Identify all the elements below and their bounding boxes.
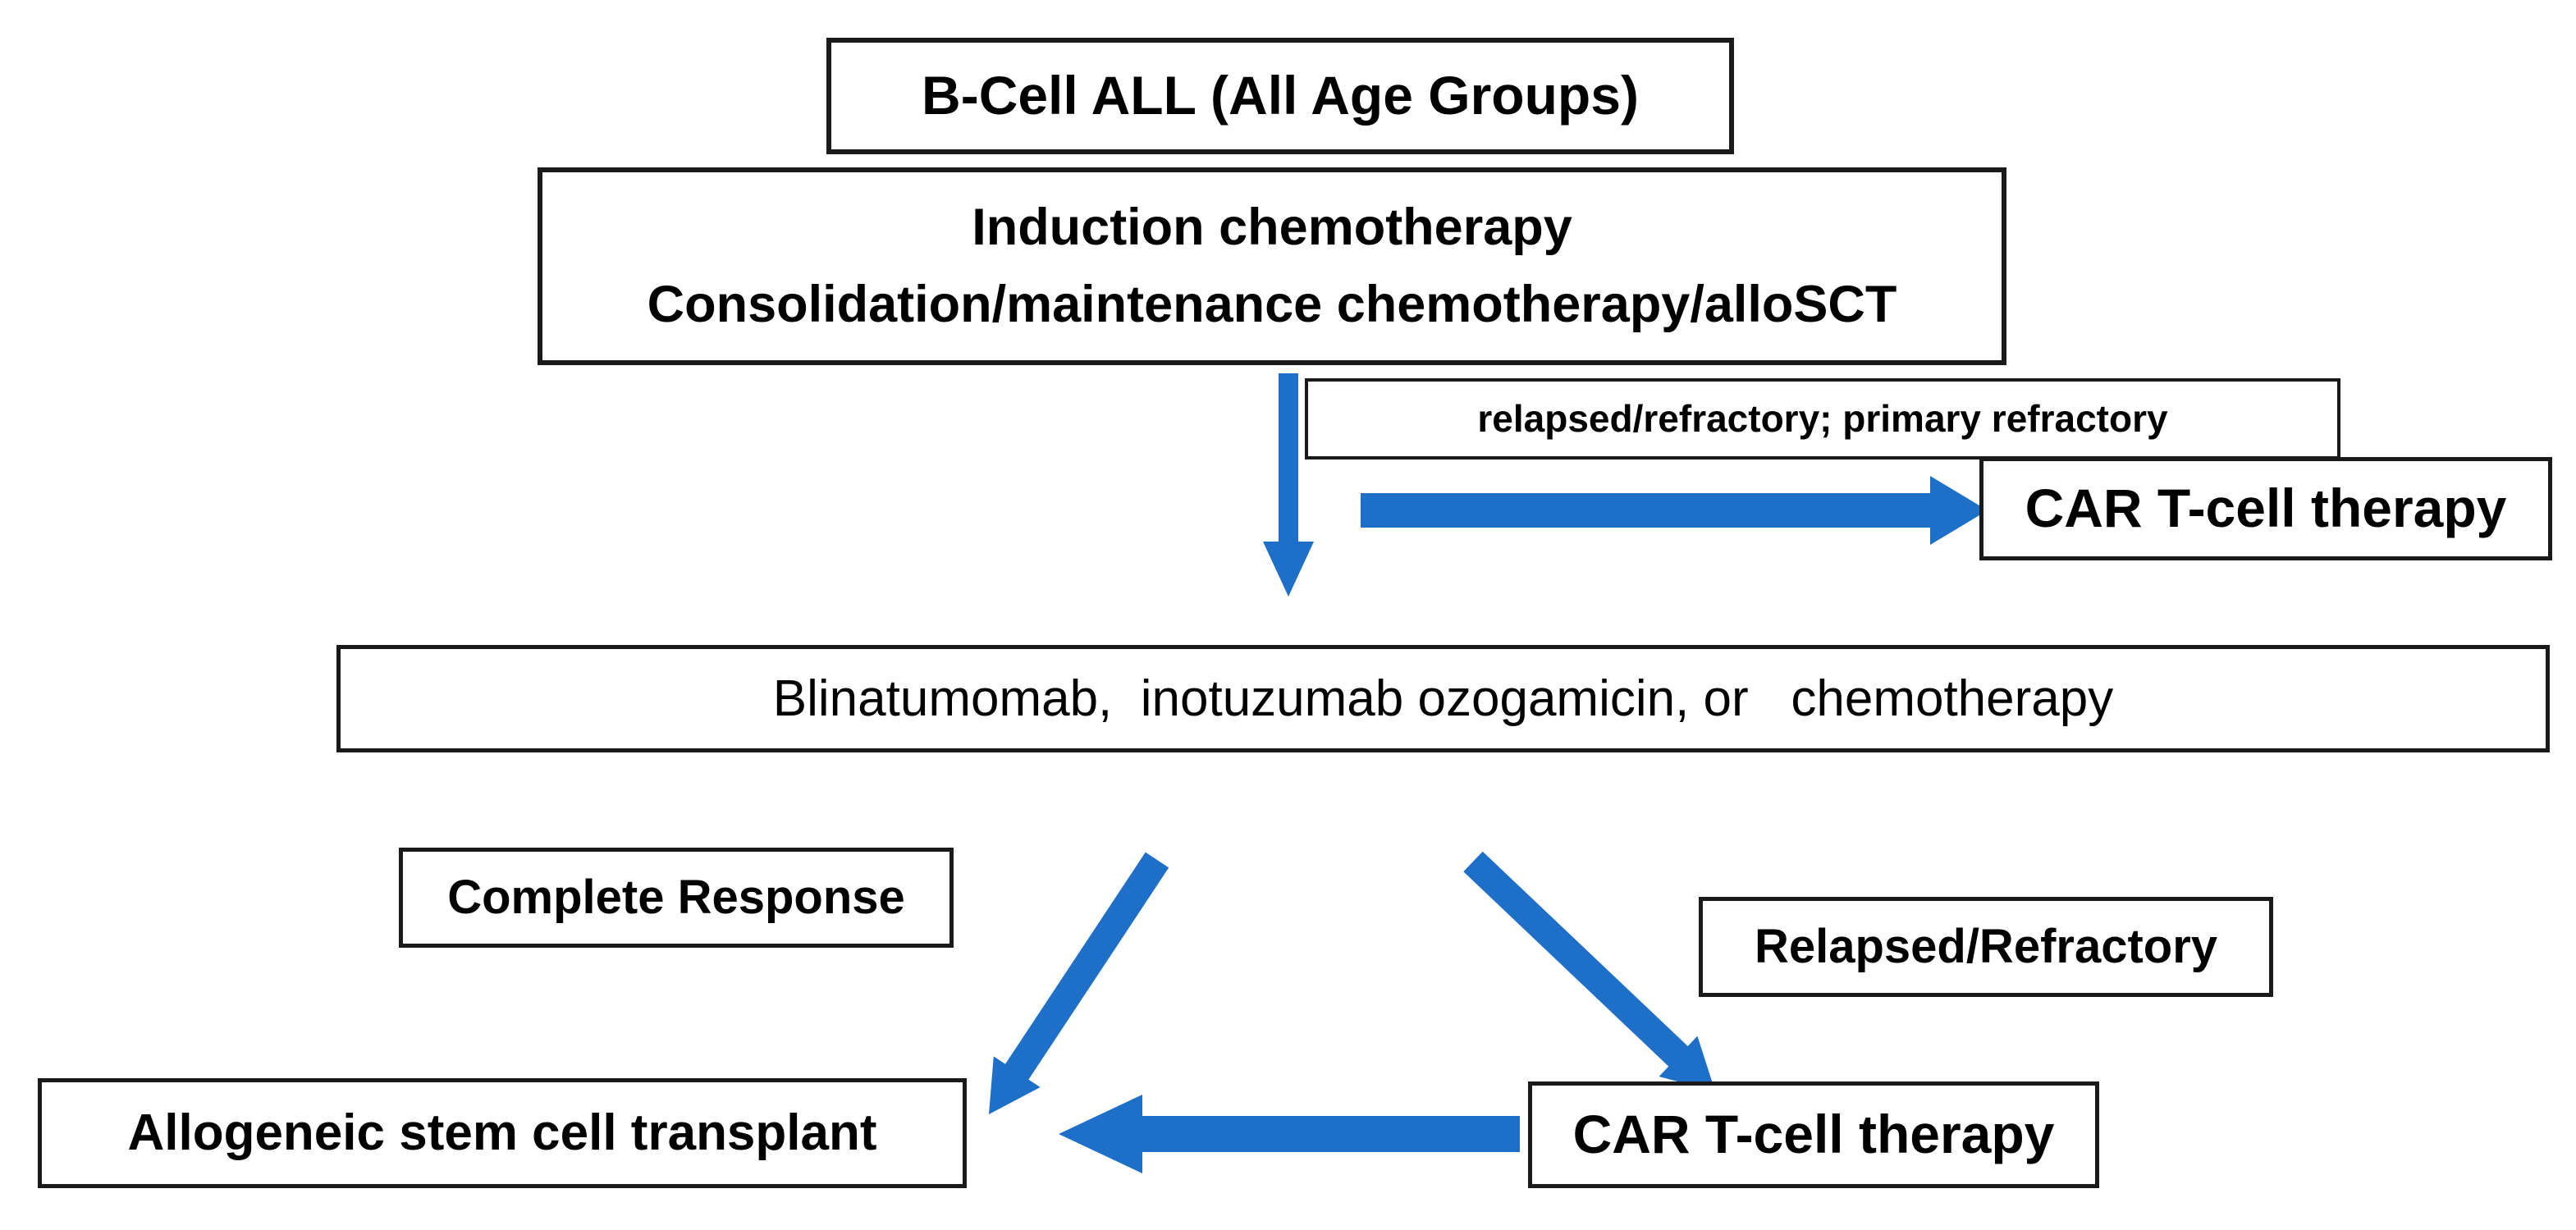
node-induction-consolidation: Induction chemotherapy Consolidation/mai… — [538, 167, 2006, 365]
refractory-to-car-t-right-arrow — [1361, 476, 1988, 545]
label-relapsed-refractory-text: Relapsed/Refractory — [1754, 919, 2218, 973]
label-complete-response: Complete Response — [399, 848, 954, 948]
node-car-t-therapy-bottom: CAR T-cell therapy — [1528, 1081, 2099, 1188]
induction-down-arrow — [1263, 373, 1314, 597]
node-allogeneic-stem-cell-transplant: Allogeneic stem cell transplant — [38, 1078, 967, 1188]
node-bcell-all-label: B-Cell ALL (All Age Groups) — [922, 65, 1639, 126]
node-induction-line2: Consolidation/maintenance chemotherapy/a… — [647, 276, 1897, 334]
relapsed-to-car-t-diagonal-arrow — [1463, 851, 1715, 1091]
label-relapsed-refractory: Relapsed/Refractory — [1699, 897, 2273, 997]
node-car-t-therapy-top: CAR T-cell therapy — [1979, 457, 2552, 560]
label-relapsed-primary-refractory-text: relapsed/refractory; primary refractory — [1477, 397, 2168, 441]
label-complete-response-text: Complete Response — [447, 870, 905, 924]
node-allogeneic-label: Allogeneic stem cell transplant — [127, 1104, 877, 1162]
node-car-t-therapy-bottom-label: CAR T-cell therapy — [1572, 1104, 2055, 1165]
node-blinatumomab-label: Blinatumomab, inotuzumab ozogamicin, or … — [772, 670, 2114, 727]
node-induction-line1: Induction chemotherapy — [972, 199, 1572, 257]
complete-response-to-allo-diagonal-arrow — [989, 852, 1169, 1114]
label-relapsed-primary-refractory: relapsed/refractory; primary refractory — [1305, 378, 2340, 460]
node-blinatumomab-inotuzumab-chemo: Blinatumomab, inotuzumab ozogamicin, or … — [336, 645, 2550, 752]
car-t-to-allo-left-arrow — [1059, 1095, 1520, 1173]
node-bcell-all: B-Cell ALL (All Age Groups) — [826, 38, 1734, 154]
node-car-t-therapy-top-label: CAR T-cell therapy — [2025, 478, 2507, 539]
